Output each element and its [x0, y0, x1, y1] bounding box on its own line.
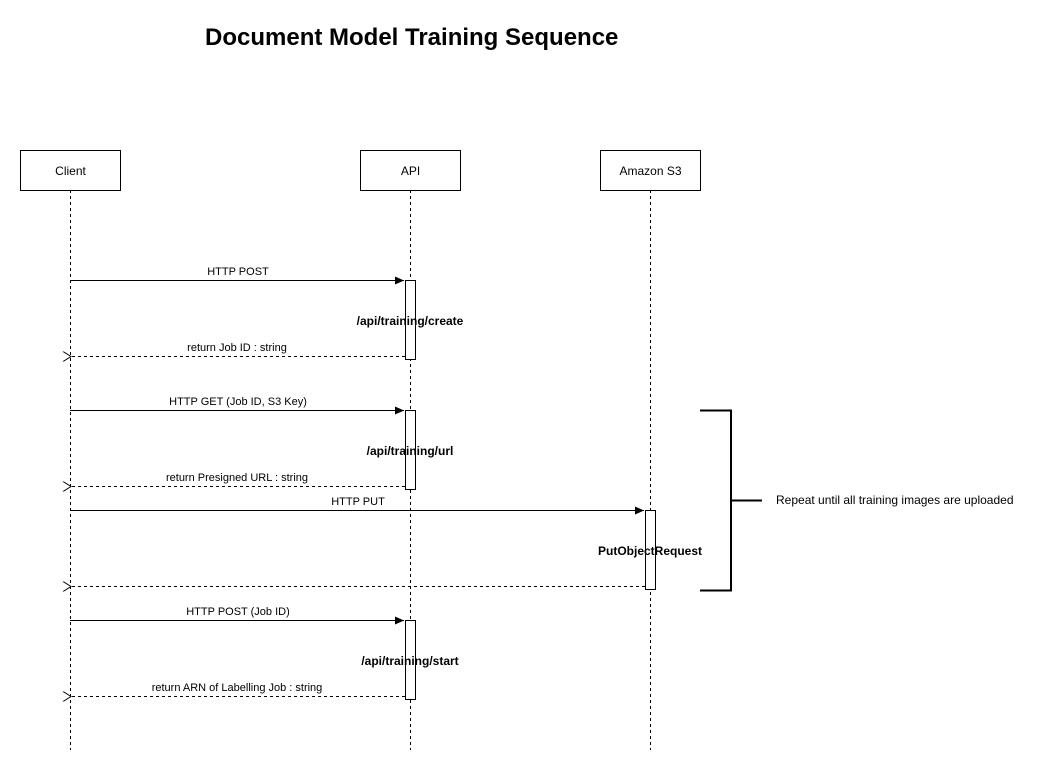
activation-put — [645, 510, 656, 590]
participant-api: API — [360, 150, 461, 191]
participant-s3: Amazon S3 — [600, 150, 701, 191]
label-create-return: return Job ID : string — [187, 342, 287, 354]
label-put-activation: PutObjectRequest — [597, 544, 703, 558]
participant-client: Client — [20, 150, 121, 191]
label-start-activation: /api/training/start — [361, 654, 459, 668]
repeat-note: Repeat until all training images are upl… — [776, 493, 1014, 507]
repeat-bracket — [700, 409, 762, 592]
label-url-activation: /api/training/url — [366, 444, 454, 458]
activation-start — [405, 620, 416, 700]
diagram-title: Document Model Training Sequence — [205, 24, 619, 51]
label-create-activation: /api/training/create — [356, 314, 464, 328]
label-url-request: HTTP GET (Job ID, S3 Key) — [169, 396, 307, 408]
label-start-return: return ARN of Labelling Job : string — [151, 682, 323, 694]
label-create-request: HTTP POST — [207, 266, 269, 278]
label-start-request: HTTP POST (Job ID) — [186, 606, 290, 618]
label-put-request: HTTP PUT — [331, 496, 385, 508]
label-url-return: return Presigned URL : string — [165, 472, 309, 484]
activation-url — [405, 410, 416, 490]
activation-create — [405, 280, 416, 360]
